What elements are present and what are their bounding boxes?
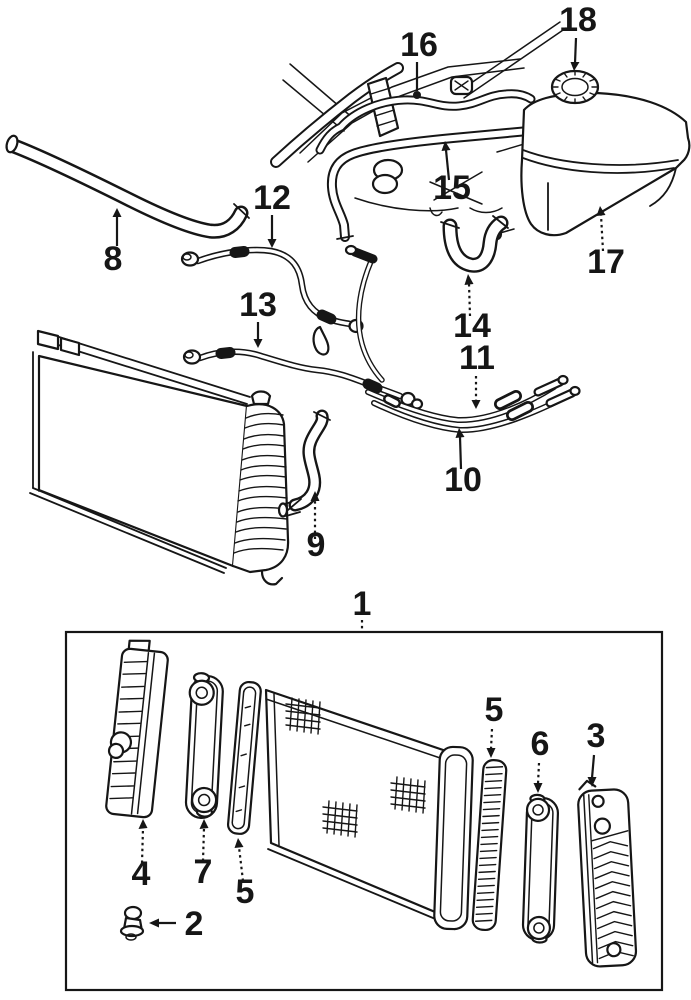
callout-leader-18	[570, 37, 580, 71]
radiator-assembly-drawing	[29, 329, 301, 586]
callout-leader-2	[149, 918, 176, 928]
callout-label-8: 8	[104, 240, 123, 278]
callout-label-5a: 5	[236, 873, 255, 911]
callout-label-4: 4	[132, 855, 151, 893]
hose-16-drawing	[315, 89, 536, 155]
callout-leader-5a	[234, 838, 245, 882]
callout-label-5b: 5	[485, 691, 504, 729]
callout-label-18: 18	[559, 1, 597, 39]
seal-5-right-drawing	[471, 759, 508, 932]
assembly-1-boundary-box	[64, 630, 664, 992]
callout-leader-14	[464, 274, 474, 317]
callout-leader-5b	[486, 728, 496, 758]
callout-leader-10	[455, 428, 465, 470]
callout-label-13: 13	[239, 286, 277, 324]
seal-5-left-drawing	[226, 680, 262, 835]
side-tank-3-drawing	[577, 779, 638, 968]
callout-label-15: 15	[433, 169, 471, 207]
cooler-line-13-drawing	[182, 347, 424, 410]
callout-label-12: 12	[253, 179, 291, 217]
callout-leader-15	[441, 141, 451, 181]
reservoir-cap-18-drawing	[550, 69, 600, 105]
callout-leader-7	[199, 819, 209, 862]
side-tank-4-drawing	[105, 639, 169, 819]
radiator-core-drawing	[264, 688, 474, 931]
callout-label-6: 6	[531, 725, 550, 763]
callout-leader-13	[253, 322, 263, 348]
callout-leader-12	[267, 215, 277, 248]
callout-label-10: 10	[444, 461, 482, 499]
cooler-line-12-drawing	[180, 246, 364, 356]
callout-leader-3	[587, 754, 597, 787]
callout-label-11: 11	[459, 339, 495, 377]
callout-label-3: 3	[587, 717, 606, 755]
callout-leader-8	[112, 208, 122, 246]
engine-backdrop	[270, 21, 577, 241]
callout-leader-17	[596, 206, 606, 252]
tube-6-drawing	[521, 793, 560, 944]
callout-leader-4	[138, 819, 148, 864]
callout-label-14: 14	[453, 307, 491, 345]
hose-8-drawing	[5, 134, 250, 239]
hose-14-drawing	[440, 215, 509, 273]
callout-label-2: 2	[185, 905, 204, 943]
bolt-2-drawing	[119, 905, 145, 941]
callout-label-1: 1	[353, 585, 372, 623]
callout-leader-11	[471, 376, 481, 409]
callout-label-17: 17	[587, 243, 625, 281]
coolant-reservoir-17-drawing	[520, 69, 691, 237]
callout-label-7: 7	[194, 853, 213, 891]
callout-label-16: 16	[400, 26, 438, 64]
callout-leader-6	[533, 762, 543, 793]
hose-9-drawing	[287, 409, 331, 512]
callout-leader-9	[310, 491, 320, 539]
callout-label-9: 9	[307, 526, 326, 564]
callout-leader-16	[413, 62, 421, 99]
tube-7-drawing	[184, 672, 224, 819]
